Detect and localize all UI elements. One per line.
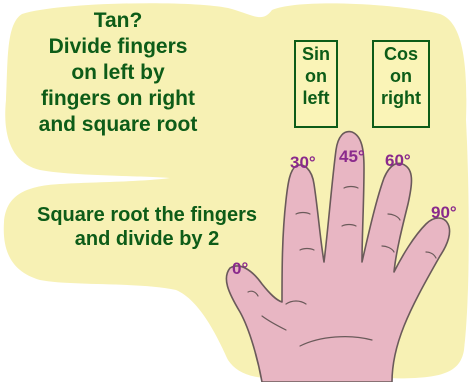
- sin-box-line-2: on: [296, 65, 336, 87]
- sin-box-line-3: left: [296, 87, 336, 109]
- tan-line-3: on left by: [18, 60, 218, 86]
- angle-label-pinky: 90°: [431, 204, 457, 222]
- angle-label-ring: 60°: [385, 152, 411, 170]
- tan-instruction: Tan? Divide fingers on left by fingers o…: [18, 8, 218, 138]
- tan-line-1: Tan?: [18, 8, 218, 34]
- tan-line-4: fingers on right: [18, 86, 218, 112]
- sqrt-line-1: Square root the fingers: [6, 203, 288, 227]
- cos-box-line-3: right: [374, 87, 428, 109]
- tan-line-5: and square root: [18, 112, 218, 138]
- sin-box-line-1: Sin: [296, 43, 336, 65]
- sqrt-instruction: Square root the fingers and divide by 2: [6, 203, 288, 251]
- tan-line-2: Divide fingers: [18, 34, 218, 60]
- cos-box-line-2: on: [374, 65, 428, 87]
- sqrt-line-2: and divide by 2: [6, 227, 288, 251]
- angle-label-index: 30°: [290, 154, 316, 172]
- cos-box-line-1: Cos: [374, 43, 428, 65]
- sin-on-left-box: Sin on left: [294, 40, 338, 128]
- cos-on-right-box: Cos on right: [372, 40, 430, 128]
- angle-label-thumb: 0°: [232, 260, 248, 278]
- angle-label-middle: 45°: [339, 148, 365, 166]
